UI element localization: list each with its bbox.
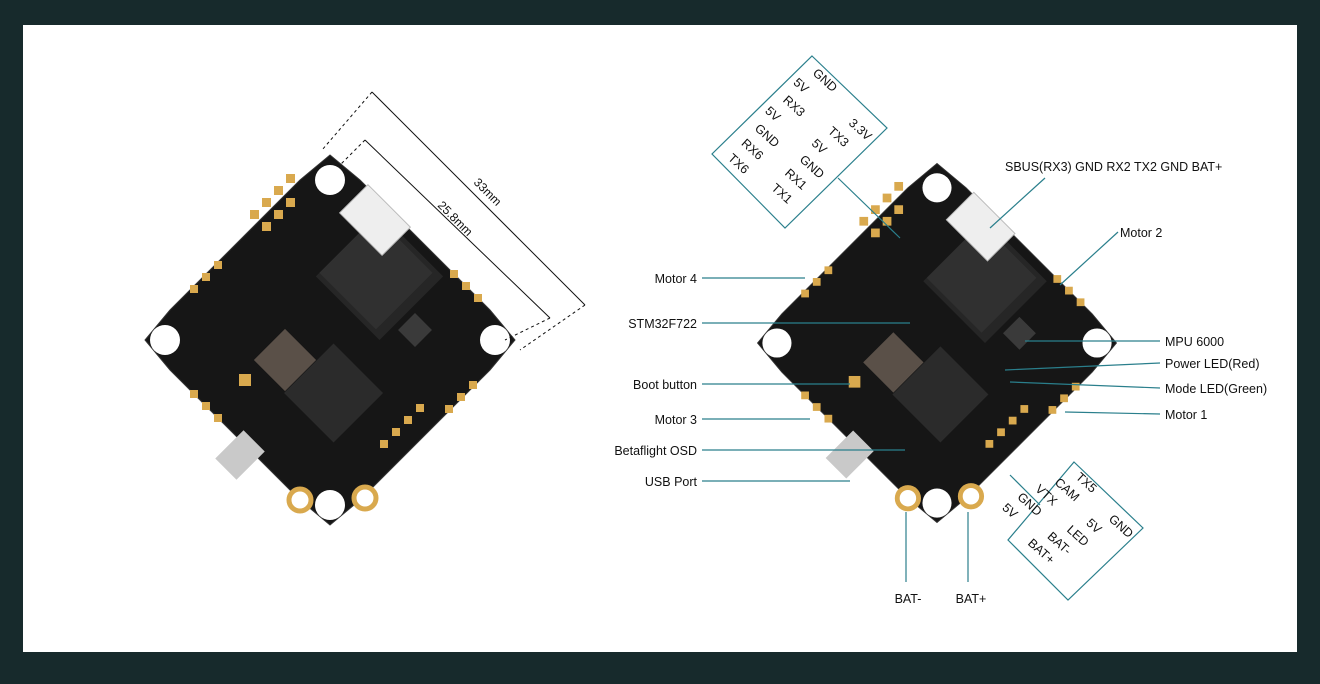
battery-callouts: BAT- BAT+ — [895, 512, 987, 606]
mcu-label: STM32F722 — [628, 317, 697, 331]
motor3-label: Motor 3 — [655, 413, 697, 427]
corner-label-1: 1 — [500, 363, 506, 375]
corner-label-2: 2 — [500, 309, 506, 321]
osd-label: Betaflight OSD — [614, 444, 697, 458]
left-callouts: Motor 4 STM32F722 Boot button Motor 3 Be… — [614, 272, 910, 489]
motor2-label: Motor 2 — [1120, 226, 1162, 240]
usb-port-label: USB Port — [645, 475, 698, 489]
mode-led-label: Mode LED(Green) — [1165, 382, 1267, 396]
dim-line-outer — [371, 91, 586, 306]
power-led-label: Power LED(Red) — [1165, 357, 1259, 371]
dim-line-inner — [364, 139, 551, 319]
bat-plus-label: BAT+ — [956, 592, 987, 606]
top-pin-box: GND 5V RX3 5V GND RX6 TX6 3.3V TX3 5V GN… — [711, 55, 901, 239]
boot-button-label: Boot button — [633, 378, 697, 392]
corner-label-3: 3 — [152, 361, 158, 373]
right-callouts: SBUS(RX3) GND RX2 TX2 GND BAT+ Motor 2 M… — [989, 160, 1267, 422]
motor1-label: Motor 1 — [1165, 408, 1207, 422]
left-board-image: 2 1 4 3 — [145, 155, 515, 525]
bat-minus-label: BAT- — [895, 592, 922, 606]
mpu-label: MPU 6000 — [1165, 335, 1224, 349]
corner-label-4: 4 — [152, 316, 158, 328]
motor4-label: Motor 4 — [655, 272, 697, 286]
sbus-row-label: SBUS(RX3) GND RX2 TX2 GND BAT+ — [1005, 160, 1222, 174]
